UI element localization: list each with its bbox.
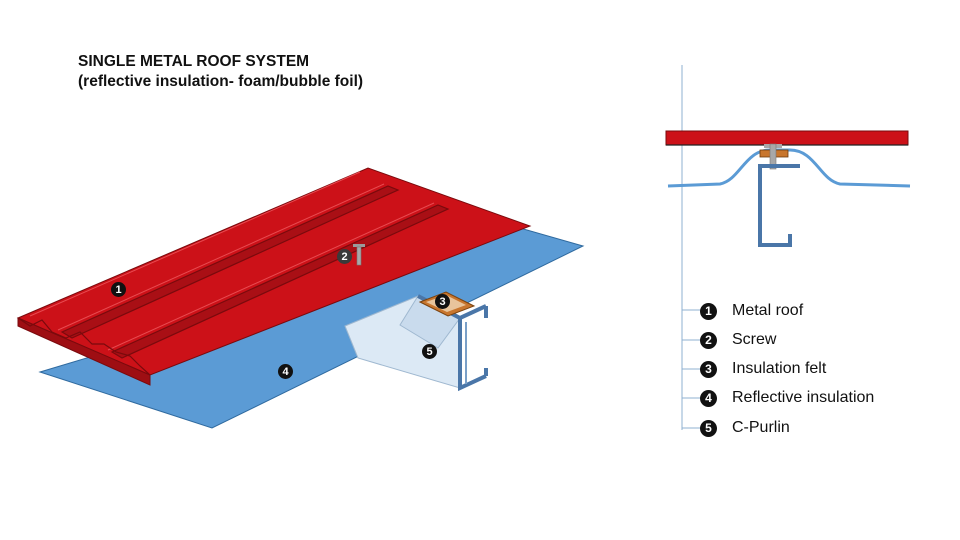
diagram-title: SINGLE METAL ROOF SYSTEM (reflective ins… [78,52,363,92]
callout-insulation-felt: 3 [435,294,450,309]
section-c-purlin [758,164,800,247]
legend-number: 2 [700,331,717,349]
title-line-1: SINGLE METAL ROOF SYSTEM [78,53,310,70]
callout-reflective-insulation: 4 [278,364,293,379]
screw [353,244,365,266]
legend-item-screw: 2 Screw [700,330,776,350]
legend-leader-lines [682,309,702,429]
legend-item-reflective-insulation: 4 Reflective insulation [700,388,874,408]
legend-label: Reflective insulation [732,389,875,406]
legend-item-c-purlin: 5 C-Purlin [700,418,790,438]
callout-c-purlin: 5 [422,344,437,359]
title-line-2: (reflective insulation- foam/bubble foil… [78,73,364,90]
legend-number: 3 [700,360,717,378]
legend-label: Metal roof [732,302,804,319]
legend-label: C-Purlin [732,419,790,436]
legend-number: 5 [700,419,717,437]
metal-roof-sheet [16,167,532,386]
legend-label: Insulation felt [732,360,827,377]
callout-screw: 2 [337,249,352,264]
legend-number: 1 [700,302,717,320]
legend-item-metal-roof: 1 Metal roof [700,301,803,321]
section-felt-screw [759,143,789,170]
legend-item-insulation-felt: 3 Insulation felt [700,359,826,379]
legend-label: Screw [732,331,777,348]
legend-number: 4 [700,389,717,407]
callout-metal-roof: 1 [111,282,126,297]
section-metal-roof [665,130,909,146]
